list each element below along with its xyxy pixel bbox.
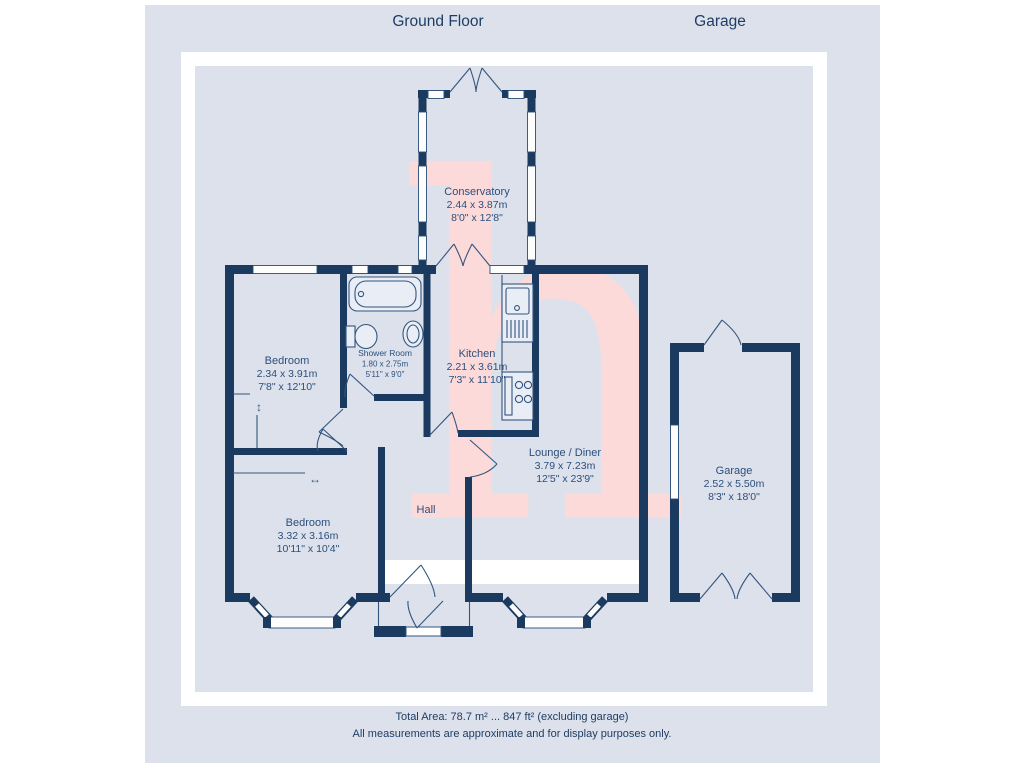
main-house-windows bbox=[252, 265, 525, 274]
room-imperial: 12'5" x 23'9" bbox=[536, 473, 594, 485]
bath-icon bbox=[348, 276, 422, 312]
door-leaf bbox=[435, 243, 455, 267]
door-leaf bbox=[703, 319, 723, 346]
wardrobe-arrow-horizontal-icon: ↔ bbox=[309, 472, 321, 486]
bay-window-lounge bbox=[502, 596, 608, 629]
toilet-icon bbox=[345, 323, 378, 350]
room-metric: 1.80 x 2.75m bbox=[362, 360, 409, 369]
room-imperial: 8'3" x 18'0" bbox=[708, 491, 760, 503]
room-label-shower-room: Shower Room 1.80 x 2.75m 5'11" x 9'0" bbox=[358, 348, 412, 379]
room-metric: 3.79 x 7.23m bbox=[535, 460, 596, 472]
entrance-porch bbox=[374, 564, 473, 637]
room-imperial: 10'11" x 10'4" bbox=[277, 543, 340, 555]
garage-walls bbox=[670, 343, 800, 602]
door-leaf bbox=[416, 600, 444, 629]
interior-doors bbox=[316, 373, 498, 478]
room-metric: 2.52 x 5.50m bbox=[704, 478, 765, 490]
door-arc bbox=[469, 463, 498, 478]
room-label-bedroom-front: Bedroom 2.34 x 3.91m 7'8" x 12'10" bbox=[257, 355, 318, 393]
basin-icon bbox=[402, 320, 424, 348]
door-arc bbox=[420, 564, 436, 598]
watermark-white-band bbox=[380, 560, 642, 584]
room-imperial: 5'11" x 9'0" bbox=[366, 370, 405, 379]
door-leaf bbox=[428, 411, 453, 437]
garage-title: Garage bbox=[694, 13, 746, 30]
door-arc bbox=[316, 428, 324, 452]
door-leaf bbox=[469, 439, 498, 465]
kitchen-hob-icon bbox=[501, 371, 534, 421]
room-name: Bedroom bbox=[265, 355, 310, 367]
window bbox=[427, 90, 445, 99]
door-arc bbox=[462, 243, 473, 267]
conservatory-french-doors bbox=[435, 67, 503, 267]
conservatory-walls bbox=[418, 90, 536, 269]
room-label-hall: Hall bbox=[417, 504, 436, 516]
ground-floor-title: Ground Floor bbox=[392, 13, 483, 30]
door-leaf bbox=[699, 572, 723, 600]
bay-window-bedroom bbox=[248, 596, 358, 629]
room-label-garage: Garage 2.52 x 5.50m 8'3" x 18'0" bbox=[704, 465, 765, 503]
room-name: Hall bbox=[417, 504, 436, 516]
window bbox=[489, 265, 525, 274]
room-name: Shower Room bbox=[358, 348, 412, 358]
window bbox=[527, 165, 536, 223]
window bbox=[397, 265, 413, 274]
room-name: Bedroom bbox=[286, 517, 331, 529]
door-leaf bbox=[471, 243, 491, 267]
window bbox=[527, 235, 536, 261]
room-name: Lounge / Diner bbox=[529, 447, 601, 459]
door-leaf bbox=[349, 373, 375, 397]
main-house-walls bbox=[225, 265, 648, 602]
door-leaf bbox=[749, 572, 773, 600]
door-arc bbox=[721, 572, 736, 600]
room-name: Garage bbox=[716, 465, 753, 477]
disclaimer-text: All measurements are approximate and for… bbox=[353, 728, 672, 740]
kitchen-sink-icon bbox=[501, 275, 534, 372]
watermark-letter-h: h bbox=[392, 82, 695, 629]
window bbox=[522, 616, 586, 629]
door-arc bbox=[721, 319, 742, 346]
door-leaf bbox=[318, 408, 344, 433]
window bbox=[268, 616, 336, 629]
wardrobe-marks: ↕ ↔ bbox=[233, 393, 321, 486]
porch-step bbox=[405, 626, 442, 637]
room-label-kitchen: Kitchen 2.21 x 3.61m 7'3" x 11'10" bbox=[447, 348, 508, 386]
room-label-lounge-diner: Lounge / Diner 3.79 x 7.23m 12'5" x 23'9… bbox=[529, 447, 601, 485]
window bbox=[418, 165, 427, 223]
door-arc bbox=[344, 373, 351, 398]
room-imperial: 7'8" x 12'10" bbox=[258, 381, 316, 393]
window bbox=[670, 424, 679, 500]
window bbox=[351, 265, 369, 274]
room-imperial: 8'0" x 12'8" bbox=[451, 212, 503, 224]
door-arc bbox=[318, 431, 344, 447]
window bbox=[507, 90, 525, 99]
room-metric: 2.34 x 3.91m bbox=[257, 368, 318, 380]
door-arc bbox=[736, 572, 751, 600]
window bbox=[252, 265, 318, 274]
door-arc bbox=[451, 411, 459, 434]
room-metric: 2.44 x 3.87m bbox=[447, 199, 508, 211]
door-leaf bbox=[481, 67, 503, 93]
window bbox=[418, 111, 427, 153]
room-metric: 3.32 x 3.16m bbox=[278, 530, 339, 542]
room-metric: 2.21 x 3.61m bbox=[447, 361, 508, 373]
door-leaf bbox=[389, 564, 422, 598]
wardrobe-arrow-vertical-icon: ↕ bbox=[256, 400, 262, 414]
door-leaf bbox=[322, 428, 348, 452]
door-leaf bbox=[449, 67, 471, 93]
total-area-text: Total Area: 78.7 m² ... 847 ft² (excludi… bbox=[396, 711, 629, 723]
door-arc bbox=[407, 600, 418, 629]
window bbox=[418, 235, 427, 261]
room-label-conservatory: Conservatory 2.44 x 3.87m 8'0" x 12'8" bbox=[444, 186, 510, 224]
room-label-bedroom-rear: Bedroom 3.32 x 3.16m 10'11" x 10'4" bbox=[277, 517, 340, 555]
room-name: Kitchen bbox=[459, 348, 496, 360]
door-arc bbox=[475, 67, 483, 93]
plan-frame bbox=[181, 52, 827, 706]
room-name: Conservatory bbox=[444, 186, 510, 198]
room-imperial: 7'3" x 11'10" bbox=[449, 374, 506, 386]
garage-doors bbox=[699, 319, 773, 600]
window bbox=[527, 111, 536, 153]
